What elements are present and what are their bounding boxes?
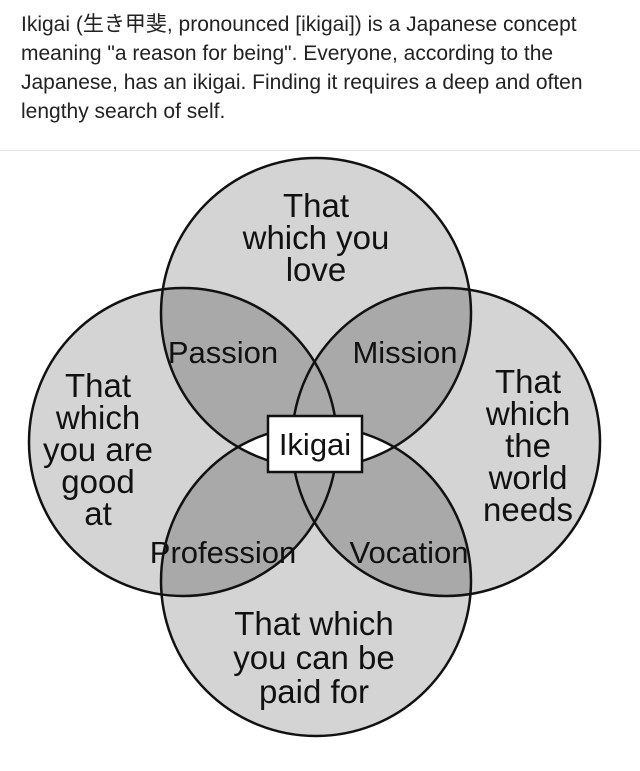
label-vocation: Vocation xyxy=(350,535,469,570)
label-paid-for-line-2: you can be xyxy=(233,639,394,676)
label-paid-for-line-3: paid for xyxy=(259,673,369,710)
label-ikigai: Ikigai xyxy=(279,427,351,462)
label-world-needs-line-3: the xyxy=(505,427,551,464)
label-good-at: That which you are good at xyxy=(43,367,153,532)
label-love-line-2: which you xyxy=(242,219,390,256)
label-good-at-line-3: you are xyxy=(43,431,153,468)
ikigai-box xyxy=(266,414,364,474)
label-world-needs: That which the world needs xyxy=(483,363,573,528)
label-world-needs-line-2: which xyxy=(485,395,570,432)
divider xyxy=(0,150,640,151)
label-good-at-line-4: good xyxy=(61,463,134,500)
label-good-at-line-2: which xyxy=(55,399,140,436)
ikigai-venn-diagram: That which you love That which you are g… xyxy=(27,156,602,738)
label-world-needs-line-5: needs xyxy=(483,491,573,528)
label-passion: Passion xyxy=(168,335,278,370)
label-world-needs-line-4: world xyxy=(488,459,568,496)
label-paid-for-line-1: That which xyxy=(234,605,394,642)
label-love: That which you love xyxy=(242,187,390,288)
label-good-at-line-5: at xyxy=(84,495,112,532)
label-love-line-1: That xyxy=(283,187,349,224)
label-paid-for: That which you can be paid for xyxy=(233,605,394,710)
label-world-needs-line-1: That xyxy=(495,363,561,400)
label-mission: Mission xyxy=(352,335,457,370)
label-profession: Profession xyxy=(150,535,296,570)
intro-paragraph: Ikigai (生き甲斐, pronounced [ikigai]) is a … xyxy=(21,13,583,123)
label-good-at-line-1: That xyxy=(65,367,131,404)
label-love-line-3: love xyxy=(286,251,347,288)
